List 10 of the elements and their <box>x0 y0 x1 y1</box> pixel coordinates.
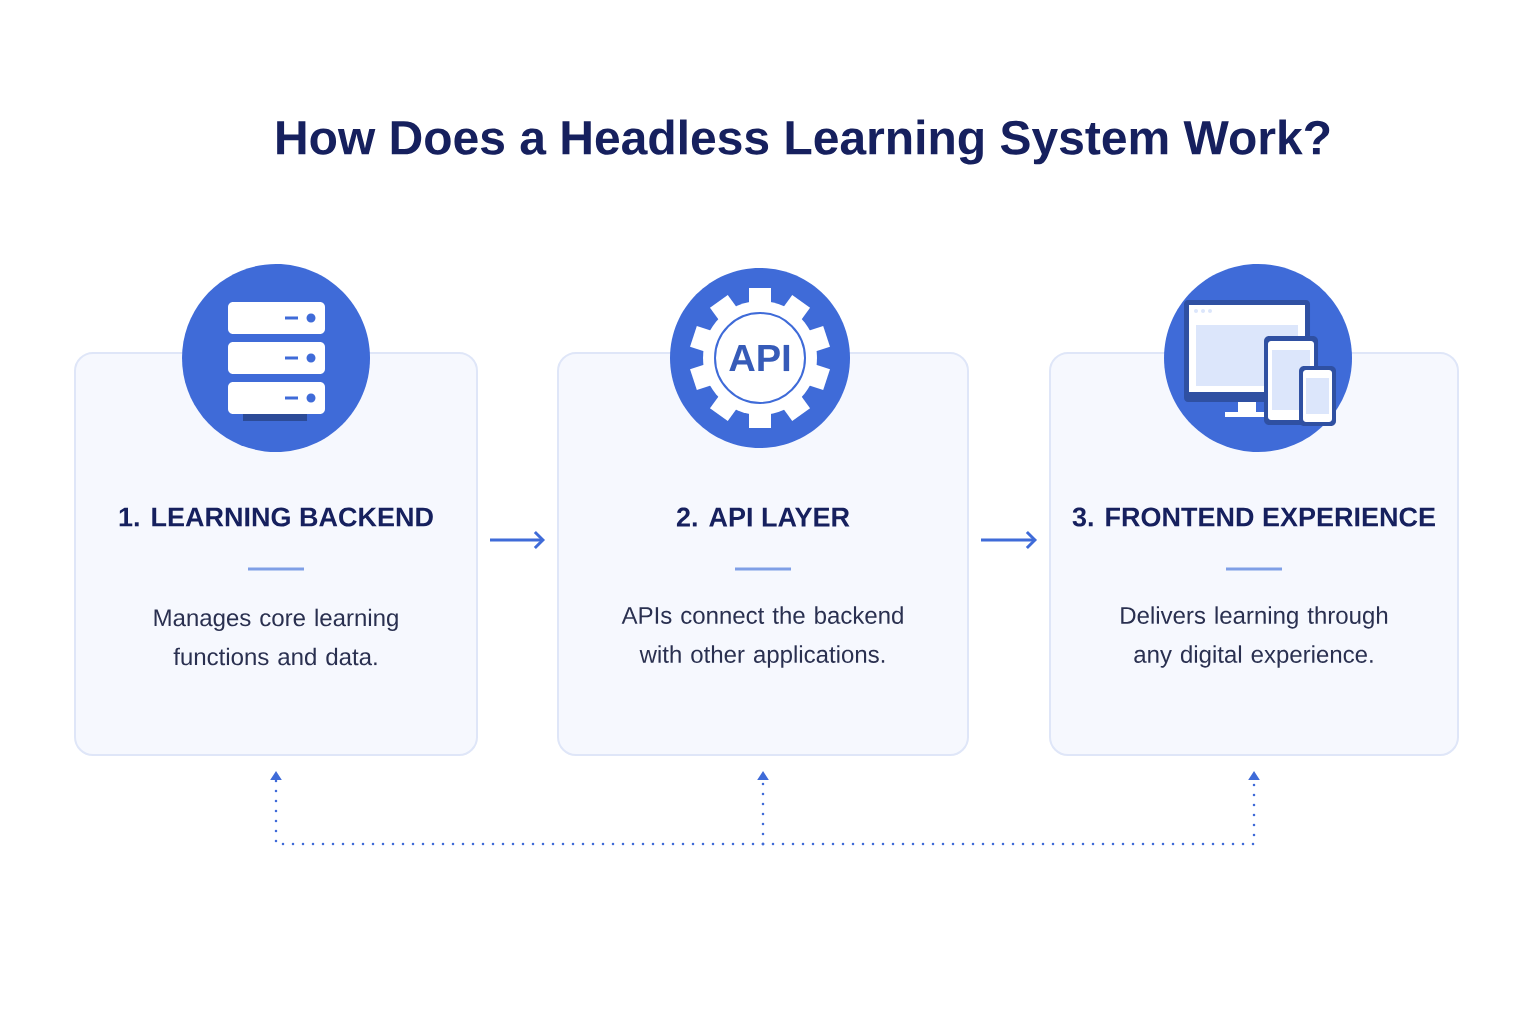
icon-label: API <box>729 344 790 372</box>
arrow <box>981 530 1037 550</box>
step-heading: 3. FRONTEND EXPERIENCE <box>1072 507 1435 527</box>
title: How Does a Headless Learning System Work? <box>277 119 1330 165</box>
step-description: Manages core learning functions and data. <box>154 608 398 666</box>
step-heading: 1. LEARNING BACKEND <box>119 507 433 527</box>
step-heading: 2. API LAYER <box>676 507 850 527</box>
step-description: Delivers learning through any digital experience. <box>1121 606 1388 668</box>
step-description: APIs connect the backend with other applications. <box>621 606 903 668</box>
arrow <box>490 530 545 550</box>
